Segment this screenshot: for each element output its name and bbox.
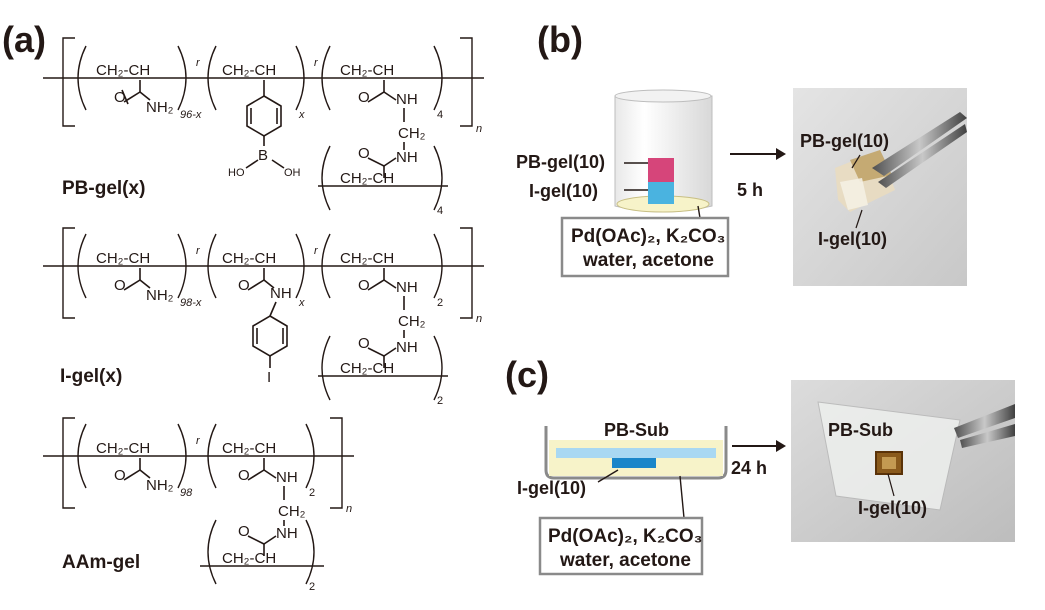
- photo-b-i-label: I-gel(10): [818, 229, 887, 249]
- pb-unit3-backbone: CH₂-CH: [340, 62, 394, 79]
- pb-boron: B: [258, 147, 268, 164]
- aam-unit1-backbone: CH₂-CH: [96, 440, 150, 457]
- aam-unit1-nh2: NH₂: [146, 477, 174, 494]
- pb-ho: HO: [228, 167, 245, 179]
- pb-unit3-o2: O: [358, 145, 370, 162]
- pb-oh: OH: [284, 167, 301, 179]
- aam-unit2-o2: O: [238, 523, 250, 540]
- pb-sub-label: PB-Sub: [604, 420, 669, 440]
- reagents-c-line2: water, acetone: [559, 550, 691, 571]
- time-c: 24 h: [731, 458, 767, 478]
- aam-sub-2: 2: [309, 487, 315, 499]
- pb-phenyl-ring: [246, 95, 282, 137]
- pb-sub-x: x: [298, 109, 305, 121]
- i-unit3-o: O: [358, 277, 370, 294]
- aam-gel-structure: CH₂-CH O NH₂ 98 r CH₂-CH O NH CH₂ NH O 2…: [43, 417, 354, 593]
- i-gel-cube: [648, 182, 674, 204]
- photo-c-i-label: I-gel(10): [858, 498, 927, 518]
- pb-unit1-nh2: NH₂: [146, 99, 174, 116]
- i-gel-10-c-label: I-gel(10): [517, 478, 586, 498]
- i-sub-98x: 98-x: [180, 297, 202, 309]
- pb-gel-structure: CH₂-CH O NH₂ 96-x r CH₂-CH B HO OH x r C…: [43, 37, 484, 217]
- pb-unit3-o: O: [358, 89, 370, 106]
- i-unit1-backbone: CH₂-CH: [96, 250, 150, 267]
- panel-label-a: (a): [2, 19, 46, 60]
- i-phenyl-ring: [252, 315, 288, 357]
- aam-unit2-backbone: CH₂-CH: [222, 440, 276, 457]
- i-unit3-nh: NH: [396, 279, 418, 296]
- reagent-box-c: [538, 516, 704, 576]
- panel-b-schematic: PB-gel(10) I-gel(10) Pd(OAc)₂, K₂CO₃ wat…: [516, 89, 786, 278]
- pb-gel-cube: [648, 158, 674, 182]
- panel-label-c: (c): [505, 354, 549, 395]
- panel-label-b: (b): [537, 19, 583, 60]
- pb-gel-label: PB-gel(x): [62, 178, 145, 199]
- i-gel-10-label: I-gel(10): [529, 181, 598, 201]
- i-crosslink-sub-2: 2: [437, 395, 443, 407]
- i-unit3-ch2: CH₂: [398, 313, 426, 330]
- i-crosslink-backbone: CH₂-CH: [340, 360, 394, 377]
- aam-crosslink-sub-2: 2: [309, 581, 315, 593]
- i-sub-x: x: [298, 297, 305, 309]
- time-b: 5 h: [737, 180, 763, 200]
- photo-b: PB-gel(10) I-gel(10): [793, 88, 967, 286]
- i-unit1-nh2: NH₂: [146, 287, 174, 304]
- aam-unit1-o: O: [114, 467, 126, 484]
- substrate-c: [556, 448, 716, 458]
- aam-sub-98: 98: [180, 487, 193, 499]
- pb-r1: r: [196, 57, 201, 69]
- pb-crosslink-backbone: CH₂-CH: [340, 170, 394, 187]
- petri-dish: [544, 426, 728, 480]
- panel-c-schematic: PB-Sub I-gel(10) Pd(OAc)₂, K₂CO₃ water, …: [517, 420, 786, 576]
- pb-n: n: [476, 123, 482, 135]
- pb-gel-10-label: PB-gel(10): [516, 152, 605, 172]
- pb-unit3-nh: NH: [396, 91, 418, 108]
- aam-unit2-nh: NH: [276, 469, 298, 486]
- i-unit3-nh-2: NH: [396, 339, 418, 356]
- i-unit3-backbone: CH₂-CH: [340, 250, 394, 267]
- pb-unit3-ch2: CH₂: [398, 125, 426, 142]
- i-unit3-o2: O: [358, 335, 370, 352]
- pb-unit1-backbone: CH₂-CH: [96, 62, 150, 79]
- aam-r: r: [196, 435, 201, 447]
- i-unit1-o: O: [114, 277, 126, 294]
- pb-r2: r: [314, 57, 319, 69]
- reagents-c-line1: Pd(OAc)₂, K₂CO₃: [548, 526, 702, 547]
- i-gel-label: I-gel(x): [60, 366, 122, 387]
- photo-c-sub-label: PB-Sub: [828, 420, 893, 440]
- photo-c: PB-Sub I-gel(10): [791, 380, 1015, 542]
- pb-unit1-o: O: [114, 89, 126, 106]
- reagent-box-b: [560, 216, 730, 278]
- i-unit2-o: O: [238, 277, 250, 294]
- i-gel-structure: CH₂-CH O NH₂ 98-x r CH₂-CH O NH I x r CH…: [43, 227, 484, 407]
- i-r2: r: [314, 245, 319, 257]
- i-n: n: [476, 313, 482, 325]
- aam-gel-label: AAm-gel: [62, 552, 140, 573]
- tweezers-c: [954, 404, 1015, 438]
- i-iodine: I: [267, 369, 271, 386]
- pb-sub-96x: 96-x: [180, 109, 202, 121]
- reagents-b-line2: water, acetone: [582, 250, 714, 271]
- aam-n: n: [346, 503, 352, 515]
- pb-unit3-nh-2: NH: [396, 149, 418, 166]
- i-sub-2: 2: [437, 297, 443, 309]
- aam-unit2-ch2: CH₂: [278, 503, 306, 520]
- reagents-b-line1: Pd(OAc)₂, K₂CO₃: [571, 226, 725, 247]
- pb-unit2-backbone: CH₂-CH: [222, 62, 276, 79]
- tweezers-b: [872, 112, 967, 176]
- i-unit2-backbone: CH₂-CH: [222, 250, 276, 267]
- aam-unit2-o: O: [238, 467, 250, 484]
- i-gel-c: [612, 458, 656, 468]
- photo-b-pb-label: PB-gel(10): [800, 131, 889, 151]
- pb-sub-4: 4: [437, 109, 443, 121]
- i-unit2-nh: NH: [270, 285, 292, 302]
- aam-crosslink-backbone: CH₂-CH: [222, 550, 276, 567]
- i-r1: r: [196, 245, 201, 257]
- aam-unit2-nh-2: NH: [276, 525, 298, 542]
- pb-crosslink-sub-4: 4: [437, 205, 443, 217]
